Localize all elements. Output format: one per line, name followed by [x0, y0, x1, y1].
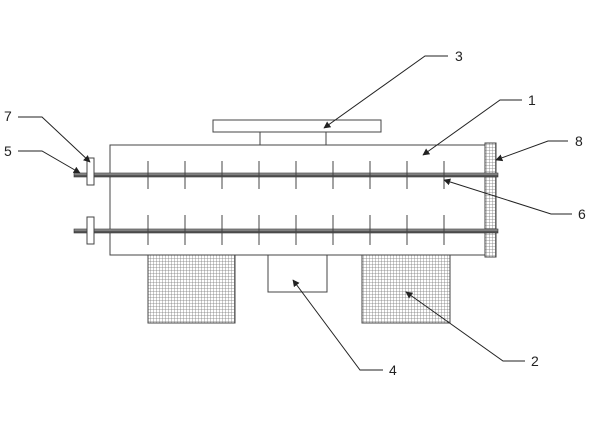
callout-label-7: 7 [4, 108, 12, 124]
leader-line-3 [323, 55, 448, 129]
top-inlet [212, 119, 382, 146]
callout-label-8: 8 [575, 133, 583, 149]
leader-line-6 [443, 178, 572, 215]
leader-line-4 [292, 279, 383, 371]
callout-label-5: 5 [4, 143, 12, 159]
bottom-mesh-block-right [361, 254, 451, 324]
callout-label-1: 1 [528, 92, 536, 108]
main-housing [109, 144, 486, 256]
lower-blades [147, 215, 445, 245]
upper-shaft [73, 172, 499, 178]
callout-label-6: 6 [578, 206, 586, 222]
callout-label-3: 3 [455, 48, 463, 64]
bottom-mesh-block-left [147, 254, 236, 324]
leader-line-5 [18, 150, 81, 174]
lower-shaft-assembly [73, 215, 499, 245]
upper-blades [147, 161, 445, 189]
lower-bearing [86, 216, 95, 245]
leader-line-2 [405, 291, 525, 362]
upper-bearing [86, 157, 95, 186]
upper-shaft-assembly [73, 157, 499, 189]
callout-label-4: 4 [389, 362, 397, 378]
side-mesh-panel [484, 142, 497, 258]
callout-label-2: 2 [531, 353, 539, 369]
leader-line-1 [422, 99, 522, 156]
leader-line-8 [495, 140, 568, 162]
lower-shaft [73, 228, 499, 234]
leader-line-7 [18, 116, 91, 163]
